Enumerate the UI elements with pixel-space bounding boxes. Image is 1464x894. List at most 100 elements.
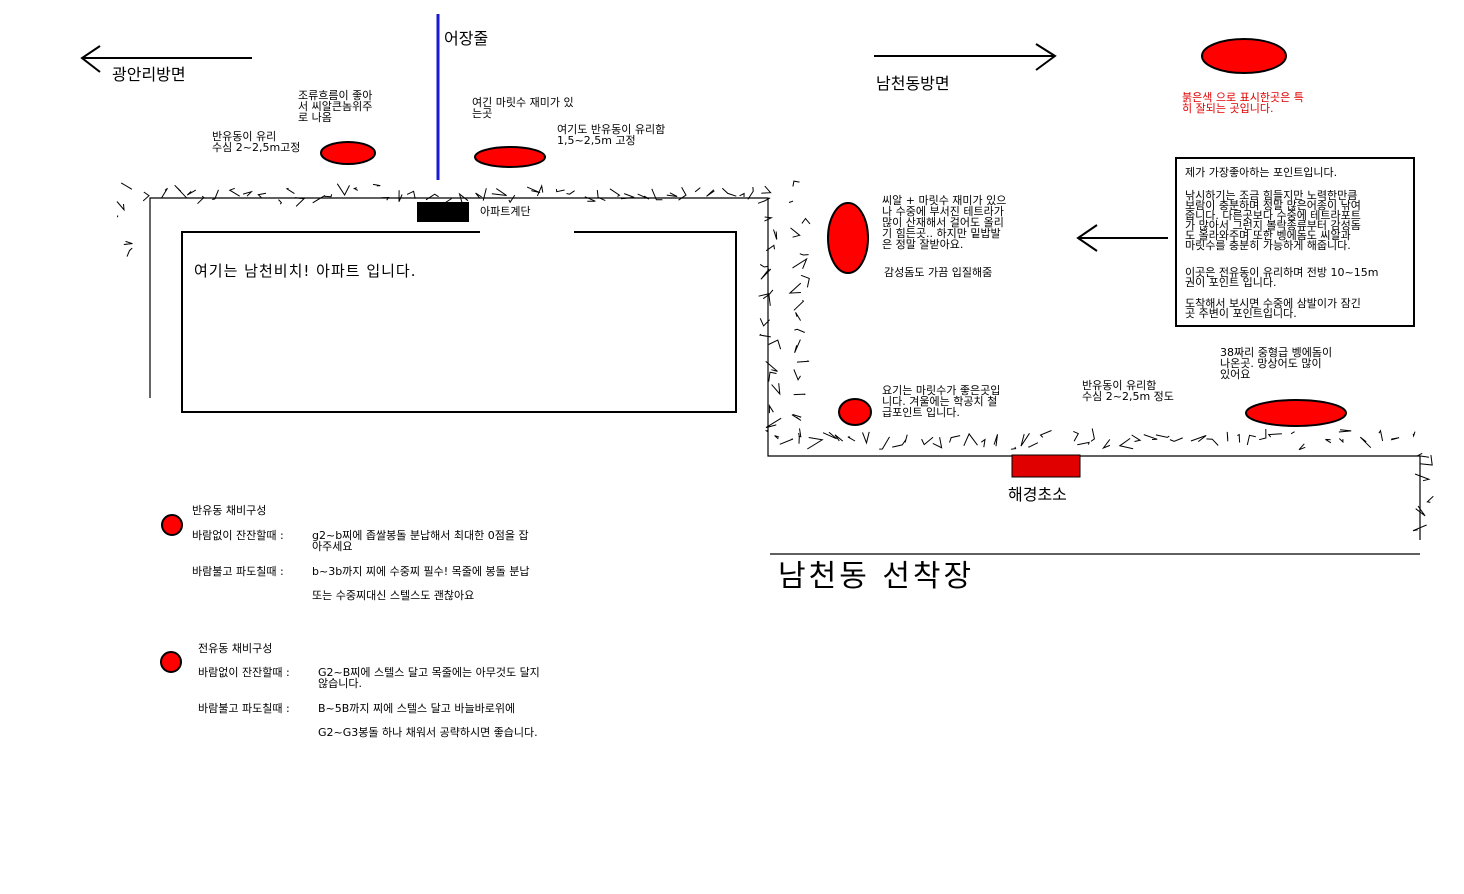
full-float-calm-label: 바람없이 잔잔할때 : [198, 666, 290, 679]
rock-stroke [678, 187, 687, 201]
rock-stroke [762, 289, 774, 300]
rock-stroke [186, 189, 197, 196]
rock-stroke [793, 393, 806, 396]
arrow-right-head [1035, 43, 1057, 71]
arrow-left-head [80, 45, 101, 73]
rock-stroke [1378, 429, 1384, 442]
rock-stroke [792, 257, 808, 269]
rock-stroke [807, 437, 824, 450]
rock-stroke [1206, 438, 1219, 446]
rock-stroke [788, 200, 794, 203]
rock-stroke [1169, 437, 1183, 442]
rock-stroke [536, 184, 544, 197]
rock-stroke [1298, 443, 1306, 451]
rock-stroke [1359, 436, 1372, 449]
rock-stroke [794, 339, 801, 354]
rock-stroke [981, 438, 986, 448]
rock-stroke [596, 190, 606, 202]
rock-stroke [892, 439, 907, 448]
rock-stroke [993, 434, 998, 447]
rock-stroke [774, 435, 780, 440]
full-float-windy-label: 바람불고 파도칠때 : [198, 702, 290, 715]
rock-stroke [1073, 430, 1080, 442]
half-float-windy-label: 바람불고 파도칠때 : [192, 565, 284, 578]
rock-stroke [508, 194, 516, 204]
full-float-windy-alt: G2~G3봉돌 하나 채워서 공략하시면 좋습니다. [318, 726, 538, 739]
rock-stroke [801, 217, 811, 225]
rock-stroke [1118, 437, 1134, 450]
rock-stroke [116, 201, 125, 212]
spot-winter [838, 398, 872, 426]
rock-stroke [747, 186, 754, 200]
rock-stroke [161, 187, 168, 199]
rock-stroke [793, 299, 805, 311]
rock-stroke [921, 436, 934, 446]
rock-stroke [1077, 441, 1090, 446]
rock-stroke [764, 216, 774, 222]
rock-stroke [174, 184, 188, 199]
rock-stroke [1416, 452, 1430, 458]
rock-stroke [458, 192, 469, 205]
rock-stroke [790, 227, 801, 238]
rock-stroke [765, 361, 778, 372]
rock-stroke [795, 312, 802, 321]
rock-stroke [1246, 434, 1256, 446]
rock-stroke [228, 187, 240, 197]
rock-stroke [794, 328, 805, 333]
rock-stroke [1338, 438, 1344, 444]
full-float-title: 전유동 채비구성 [198, 642, 273, 655]
rock-stroke [765, 429, 769, 433]
apartment-box [181, 231, 737, 413]
rock-stroke [1412, 524, 1427, 532]
rock-stroke [312, 194, 326, 204]
rock-stroke [798, 432, 800, 444]
direction-gwangalli: 광안리방면 [112, 65, 186, 84]
rock-stroke [242, 190, 254, 197]
tetrapod-rocks [116, 180, 1434, 532]
full-float-windy-text: B~5B까지 찌에 스텔스 달고 바늘바로위에 [318, 702, 516, 715]
rock-stroke [834, 434, 844, 442]
favorite-title: 제가 가장좋아하는 포인트입니다. [1185, 166, 1338, 179]
half-float-windy-text: b~3b까지 찌에 수중찌 필수! 목줄에 봉돌 분납 [312, 565, 530, 578]
rock-stroke [555, 188, 565, 193]
note-gamsungdom: 감성돔도 가끔 입질해줌 [884, 266, 993, 279]
legend-full-float-dot [160, 651, 182, 673]
rock-stroke [116, 215, 119, 218]
rock-stroke [904, 434, 908, 443]
apartment-label: 여기는 남천비치! 아파트 입니다. [194, 262, 417, 280]
rock-stroke [757, 197, 771, 204]
rock-stroke [792, 414, 802, 418]
rock-stroke [768, 371, 777, 382]
rock-stroke [799, 253, 809, 256]
rock-stroke [879, 436, 890, 450]
rock-stroke [1258, 428, 1267, 441]
rock-stroke [822, 431, 837, 440]
rock-stroke [120, 182, 133, 190]
spot-current [320, 141, 376, 165]
legend-half-float-dot [161, 514, 183, 536]
rock-stroke [771, 383, 781, 396]
rock-stroke [324, 194, 333, 198]
rock-stroke [1155, 434, 1170, 438]
rock-stroke [793, 369, 801, 381]
rock-stroke [949, 435, 961, 443]
rock-stroke [257, 192, 267, 198]
rock-stroke [1338, 429, 1352, 433]
rock-stroke [1190, 435, 1207, 442]
rock-stroke [788, 282, 802, 294]
rock-stroke [1415, 505, 1426, 517]
rock-stroke [792, 180, 800, 187]
rock-stroke [406, 190, 416, 199]
rock-stroke [1237, 433, 1241, 443]
coast-guard-block [1011, 454, 1081, 478]
